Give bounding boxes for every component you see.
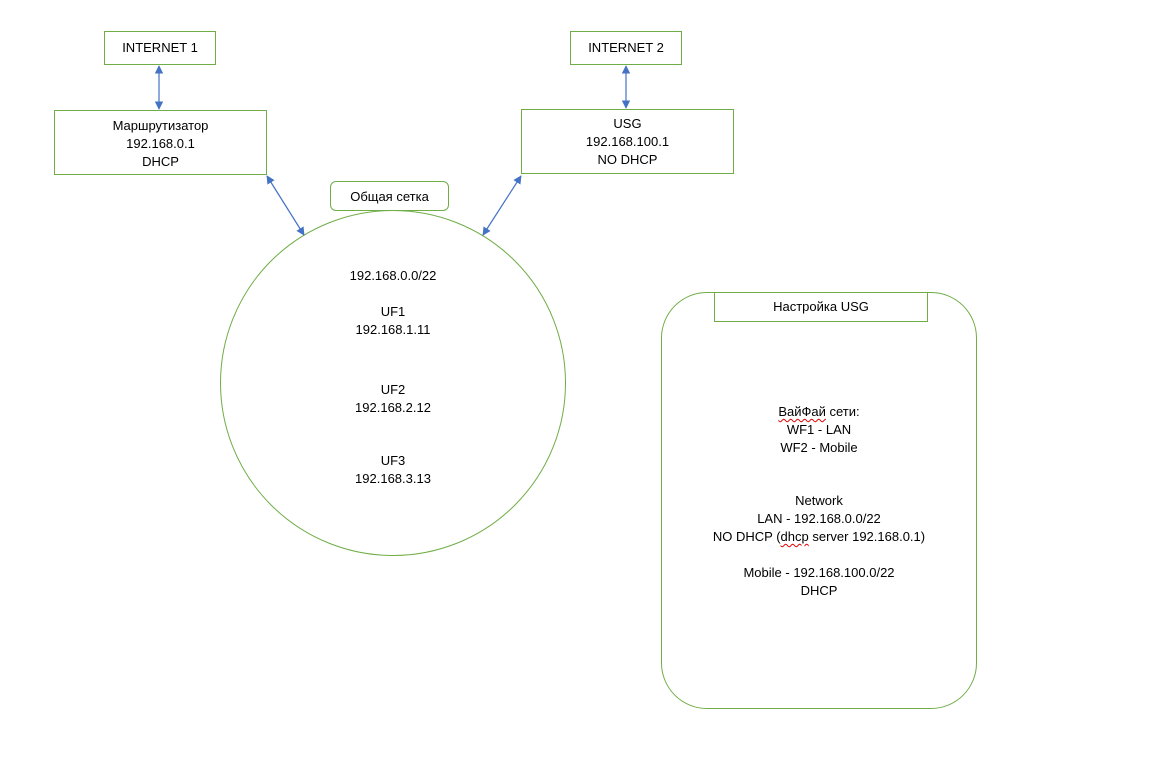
wifi-item-wf2: WF2 - Mobile	[780, 440, 858, 455]
network-lan: LAN - 192.168.0.0/22	[757, 511, 881, 526]
network-mobile: Mobile - 192.168.100.0/22	[743, 565, 895, 580]
common-network-label: Общая сетка	[330, 181, 449, 211]
usg-settings-title: Настройка USG	[714, 292, 928, 322]
device-uf1: UF1 192.168.1.11	[293, 303, 493, 339]
network-heading: Network	[795, 493, 843, 508]
device-uf1-ip: 192.168.1.11	[355, 322, 431, 337]
network-lan-dhcp-word: dhcp	[780, 529, 809, 544]
common-network-circle	[220, 210, 566, 556]
arrow-usg-network	[482, 175, 522, 236]
device-uf3-ip: 192.168.3.13	[355, 471, 431, 486]
wifi-heading-word: ВайФай	[778, 404, 826, 419]
device-uf3: UF3 192.168.3.13	[293, 452, 493, 488]
network-mobile-dhcp: DHCP	[800, 583, 838, 598]
common-network-subnet: 192.168.0.0/22	[349, 268, 437, 283]
internet-2-label: INTERNET 2	[588, 40, 664, 55]
network-lan-dhcp: NO DHCP (dhcp server 192.168.0.1)	[662, 528, 976, 546]
router-name: Маршрутизатор	[112, 118, 209, 133]
router-box: Маршрутизатор 192.168.0.1 DHCP	[54, 110, 267, 175]
device-uf1-name: UF1	[380, 304, 406, 319]
usg-box: USG 192.168.100.1 NO DHCP	[521, 109, 734, 174]
usg-settings-title-text: Настройка USG	[773, 299, 869, 314]
wifi-section: ВайФай сети: WF1 - LAN WF2 - Mobile	[662, 403, 976, 457]
internet-2-box: INTERNET 2	[570, 31, 682, 65]
router-mode: DHCP	[142, 154, 179, 169]
usg-mode: NO DHCP	[597, 152, 658, 167]
arrow-router-network	[266, 175, 305, 236]
device-uf2-name: UF2	[380, 382, 406, 397]
common-network-label-text: Общая сетка	[350, 189, 429, 204]
router-ip: 192.168.0.1	[126, 136, 195, 151]
device-uf3-name: UF3	[380, 453, 406, 468]
network-lan-dhcp-prefix: NO DHCP (	[712, 529, 781, 544]
network-section: Network LAN - 192.168.0.0/22 NO DHCP (dh…	[662, 492, 976, 600]
wifi-heading: ВайФай сети:	[662, 403, 976, 421]
device-uf2: UF2 192.168.2.12	[293, 381, 493, 417]
network-spacer	[662, 546, 976, 564]
usg-name: USG	[613, 116, 642, 131]
usg-settings-panel	[661, 292, 977, 709]
usg-ip: 192.168.100.1	[585, 134, 670, 149]
device-uf2-ip: 192.168.2.12	[355, 400, 431, 415]
wifi-item-wf1: WF1 - LAN	[786, 422, 852, 437]
wifi-heading-rest: сети:	[825, 404, 860, 419]
internet-1-label: INTERNET 1	[122, 40, 198, 55]
internet-1-box: INTERNET 1	[104, 31, 216, 65]
network-lan-dhcp-suffix: server 192.168.0.1)	[808, 529, 926, 544]
